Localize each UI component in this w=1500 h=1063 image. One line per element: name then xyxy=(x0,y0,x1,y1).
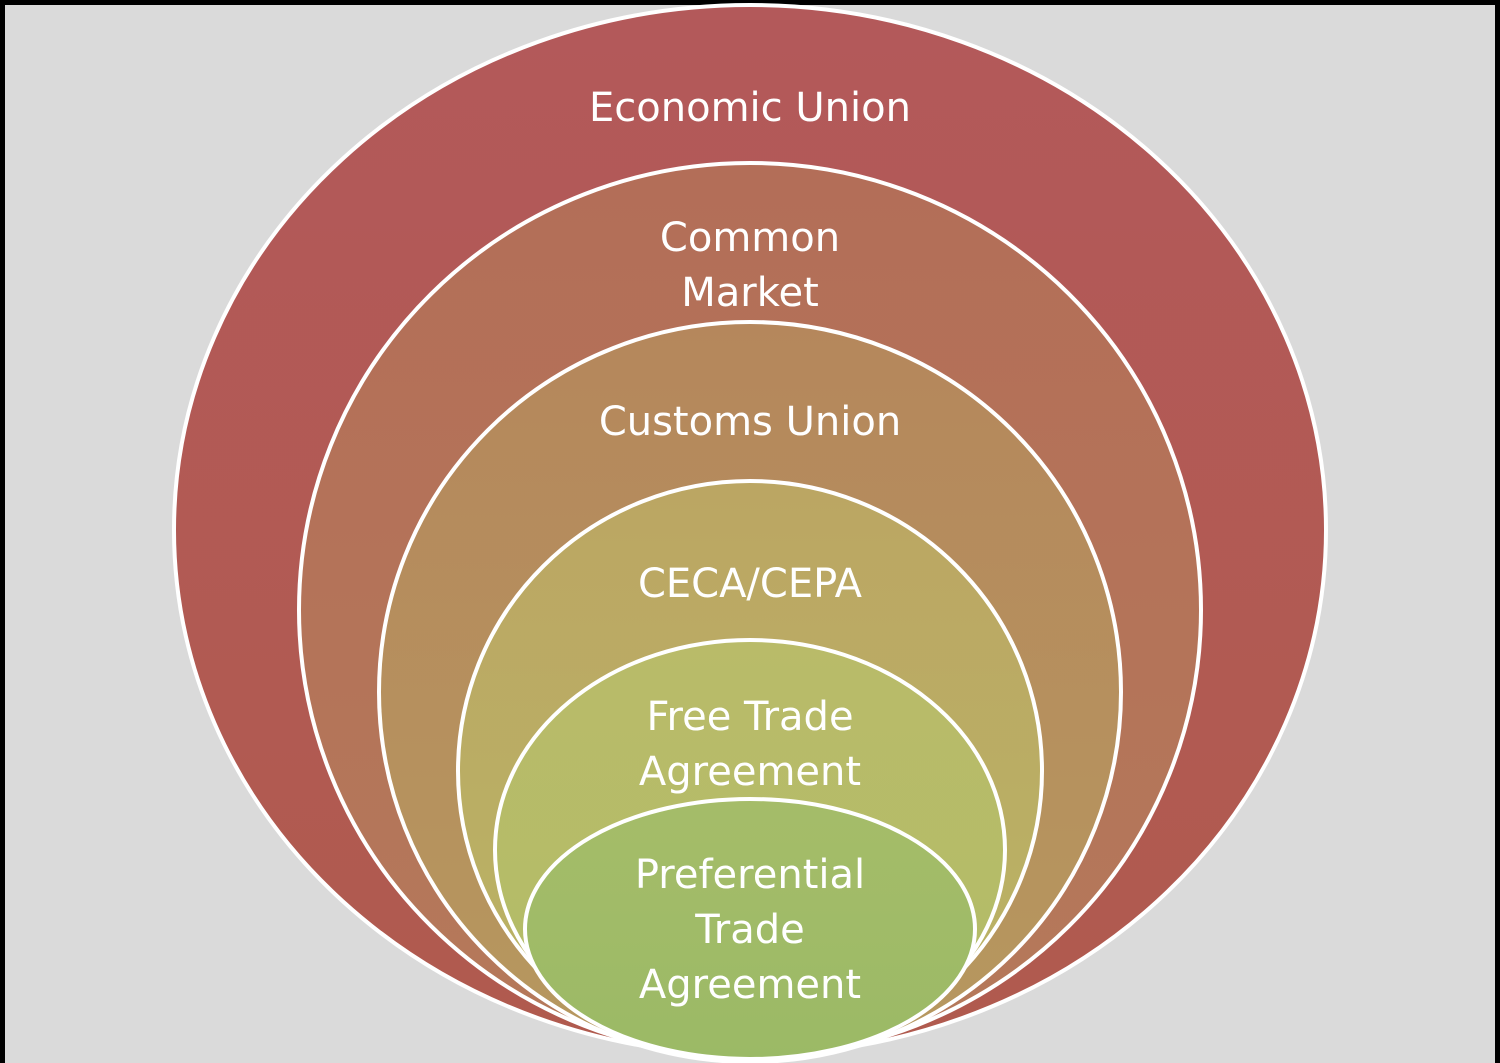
ellipse-preferential-trade-agreement xyxy=(523,797,977,1061)
label-ceca-cepa: CECA/CEPA xyxy=(637,561,863,607)
label-free-trade-agreement: Free Trade Agreement xyxy=(638,694,862,795)
label-customs-union: Customs Union xyxy=(598,399,902,445)
label-economic-union: Economic Union xyxy=(589,85,911,131)
label-common-market: Common Market xyxy=(659,215,841,316)
label-preferential-trade-agreement: Preferential Trade Agreement xyxy=(634,852,866,1008)
